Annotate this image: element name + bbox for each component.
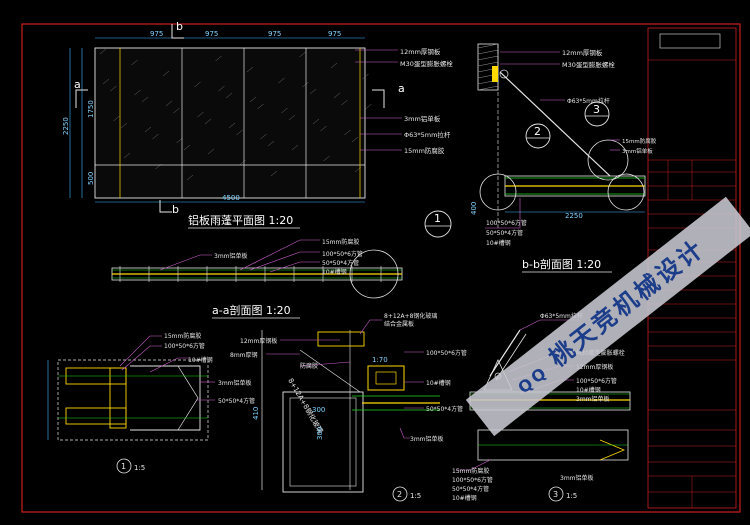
- plan-dim-overall-width: 4500: [222, 194, 240, 202]
- detail2-callout-5: 防腐胶: [300, 362, 318, 370]
- bb-dim-length: 2250: [565, 212, 583, 220]
- detail2-dim-1: 1:70: [372, 356, 388, 364]
- plan-view: 975 975 975 975 1750 500 2250 4500 a a b…: [62, 20, 453, 229]
- detail2-callout-4: 8mm厚钢: [230, 351, 258, 359]
- detail3-callout-10: 10#槽钢: [452, 494, 477, 502]
- bb-callout-6: 100*50*6方管: [486, 219, 527, 227]
- detail3-callout-5: 10#槽钢: [576, 386, 601, 394]
- aa-callout-5: 10#槽钢: [322, 268, 347, 276]
- title-block-logo: [659, 33, 721, 49]
- plan-dim-overall-height: 2250: [62, 117, 70, 135]
- detail-bubble-2-bb: 2: [534, 125, 541, 138]
- drawing-frame: [21, 23, 741, 513]
- plan-dim-left-2: 500: [87, 172, 95, 185]
- section-mark-a-left: a: [74, 78, 81, 91]
- section-bb-title: b-b剖面图 1:20: [522, 257, 601, 271]
- bb-dim-height: 400: [470, 202, 478, 215]
- bb-callout-5: 3mm铝单板: [622, 147, 653, 155]
- plan-dim-top-3: 975: [268, 30, 281, 38]
- section-aa-title: a-a剖面图 1:20: [212, 303, 291, 317]
- section-bb: 2 3 12mm厚钢板 M30蛋型膨胀螺栓 Φ63*5mm拉杆 15mm防腐胶 …: [470, 43, 657, 273]
- detail-bubble-1-aa: 1: [434, 212, 441, 225]
- detail3-callout-1: Φ63*5mm拉杆: [540, 312, 583, 320]
- aa-callout-3: 3mm铝单板: [214, 252, 248, 260]
- aa-callout-2: 100*50*6方管: [322, 250, 363, 258]
- detail1-bubble: 1: [121, 462, 126, 471]
- detail2-callout-6: 100*50*6方管: [426, 349, 467, 357]
- detail-1: 15mm防腐胶 100*50*6方管 10#槽钢 3mm铝单板 50*50*4方…: [47, 332, 255, 474]
- plan-dim-top-1: 975: [150, 30, 163, 38]
- detail3-callout-11: 3mm铝单板: [560, 474, 594, 482]
- detail3-callout-8: 100*50*6方管: [452, 476, 493, 484]
- bb-callout-4: 15mm防腐胶: [622, 137, 657, 145]
- plan-dim-left-1: 1750: [87, 100, 95, 118]
- detail2-callout-9: 3mm铝单板: [410, 435, 444, 443]
- detail2-bubble: 2: [397, 490, 402, 499]
- detail1-callout-5: 50*50*4方管: [218, 397, 255, 405]
- detail3-callout-6: 3mm铝单板: [576, 395, 610, 403]
- detail1-scale: 1:5: [134, 464, 145, 472]
- section-mark-b-top: b: [176, 20, 183, 33]
- detail2-callout-2: 结合金属板: [384, 320, 414, 328]
- detail1-callout-2: 100*50*6方管: [164, 342, 205, 350]
- bb-callout-7: 50*50*4方管: [486, 229, 523, 237]
- detail2-callout-7: 10#槽钢: [426, 379, 451, 387]
- plan-title: 铝板雨蓬平面图 1:20: [188, 213, 293, 227]
- bb-callout-3: Φ63*5mm拉杆: [567, 97, 610, 105]
- canopy-hatch: [99, 48, 372, 181]
- bb-callout-8: 10#槽钢: [486, 239, 511, 247]
- plan-callout-4: Φ63*5mm拉杆: [404, 130, 451, 139]
- detail2-dim-4: 410: [252, 407, 260, 420]
- bb-callout-1: 12mm厚钢板: [562, 48, 603, 57]
- detail2-callout-1: 8+12A+8钢化玻璃: [384, 312, 437, 320]
- detail2-scale: 1:5: [410, 492, 421, 500]
- detail2-callout-8: 50*50*4方管: [426, 405, 463, 413]
- section-mark-a-right: a: [398, 82, 405, 95]
- aa-callout-4: 50*50*4方管: [322, 259, 359, 267]
- watermark-badge: QQ: [514, 361, 553, 398]
- plan-callout-1: 12mm厚钢板: [400, 47, 441, 56]
- plan-dim-top-2: 975: [205, 30, 218, 38]
- detail2-dim-2: 300: [312, 406, 325, 414]
- detail1-callout-1: 15mm防腐胶: [164, 332, 201, 340]
- detail1-callout-4: 3mm铝单板: [218, 379, 252, 387]
- plan-callout-2: M30蛋型膨胀螺栓: [400, 59, 453, 68]
- detail-bubble-3-bb: 3: [593, 103, 600, 116]
- detail2-dim-3: 300: [316, 427, 324, 440]
- detail3-scale: 1:5: [566, 492, 577, 500]
- detail1-callout-3: 10#槽钢: [188, 356, 213, 364]
- detail3-callout-4: 100*50*6方管: [576, 377, 617, 385]
- detail3-callout-9: 50*50*4方管: [452, 485, 489, 493]
- section-mark-b-bottom: b: [172, 203, 179, 216]
- section-aa: 1 15mm防腐胶 100*50*6方管 3mm铝单板 50*50*4方管 10…: [111, 210, 452, 319]
- detail3-bubble: 3: [553, 490, 558, 499]
- aa-callout-1: 15mm防腐胶: [322, 238, 359, 246]
- detail3-callout-7: 15mm防腐胶: [452, 467, 489, 475]
- plan-callout-5: 15mm防腐胶: [404, 146, 445, 155]
- bb-callout-2: M30蛋型膨胀螺栓: [562, 60, 615, 69]
- detail-2: 8+12A+8钢化玻璃 8+12A+8钢化玻璃 结合金属板 12mm厚钢板 8m…: [230, 312, 467, 502]
- detail2-callout-3: 12mm厚钢板: [240, 337, 277, 345]
- canopy-outline: [94, 47, 366, 199]
- plan-callout-3: 3mm铝单板: [404, 114, 441, 123]
- detail3-callout-3: 12mm厚钢板: [576, 363, 613, 371]
- plan-dim-top-4: 975: [328, 30, 341, 38]
